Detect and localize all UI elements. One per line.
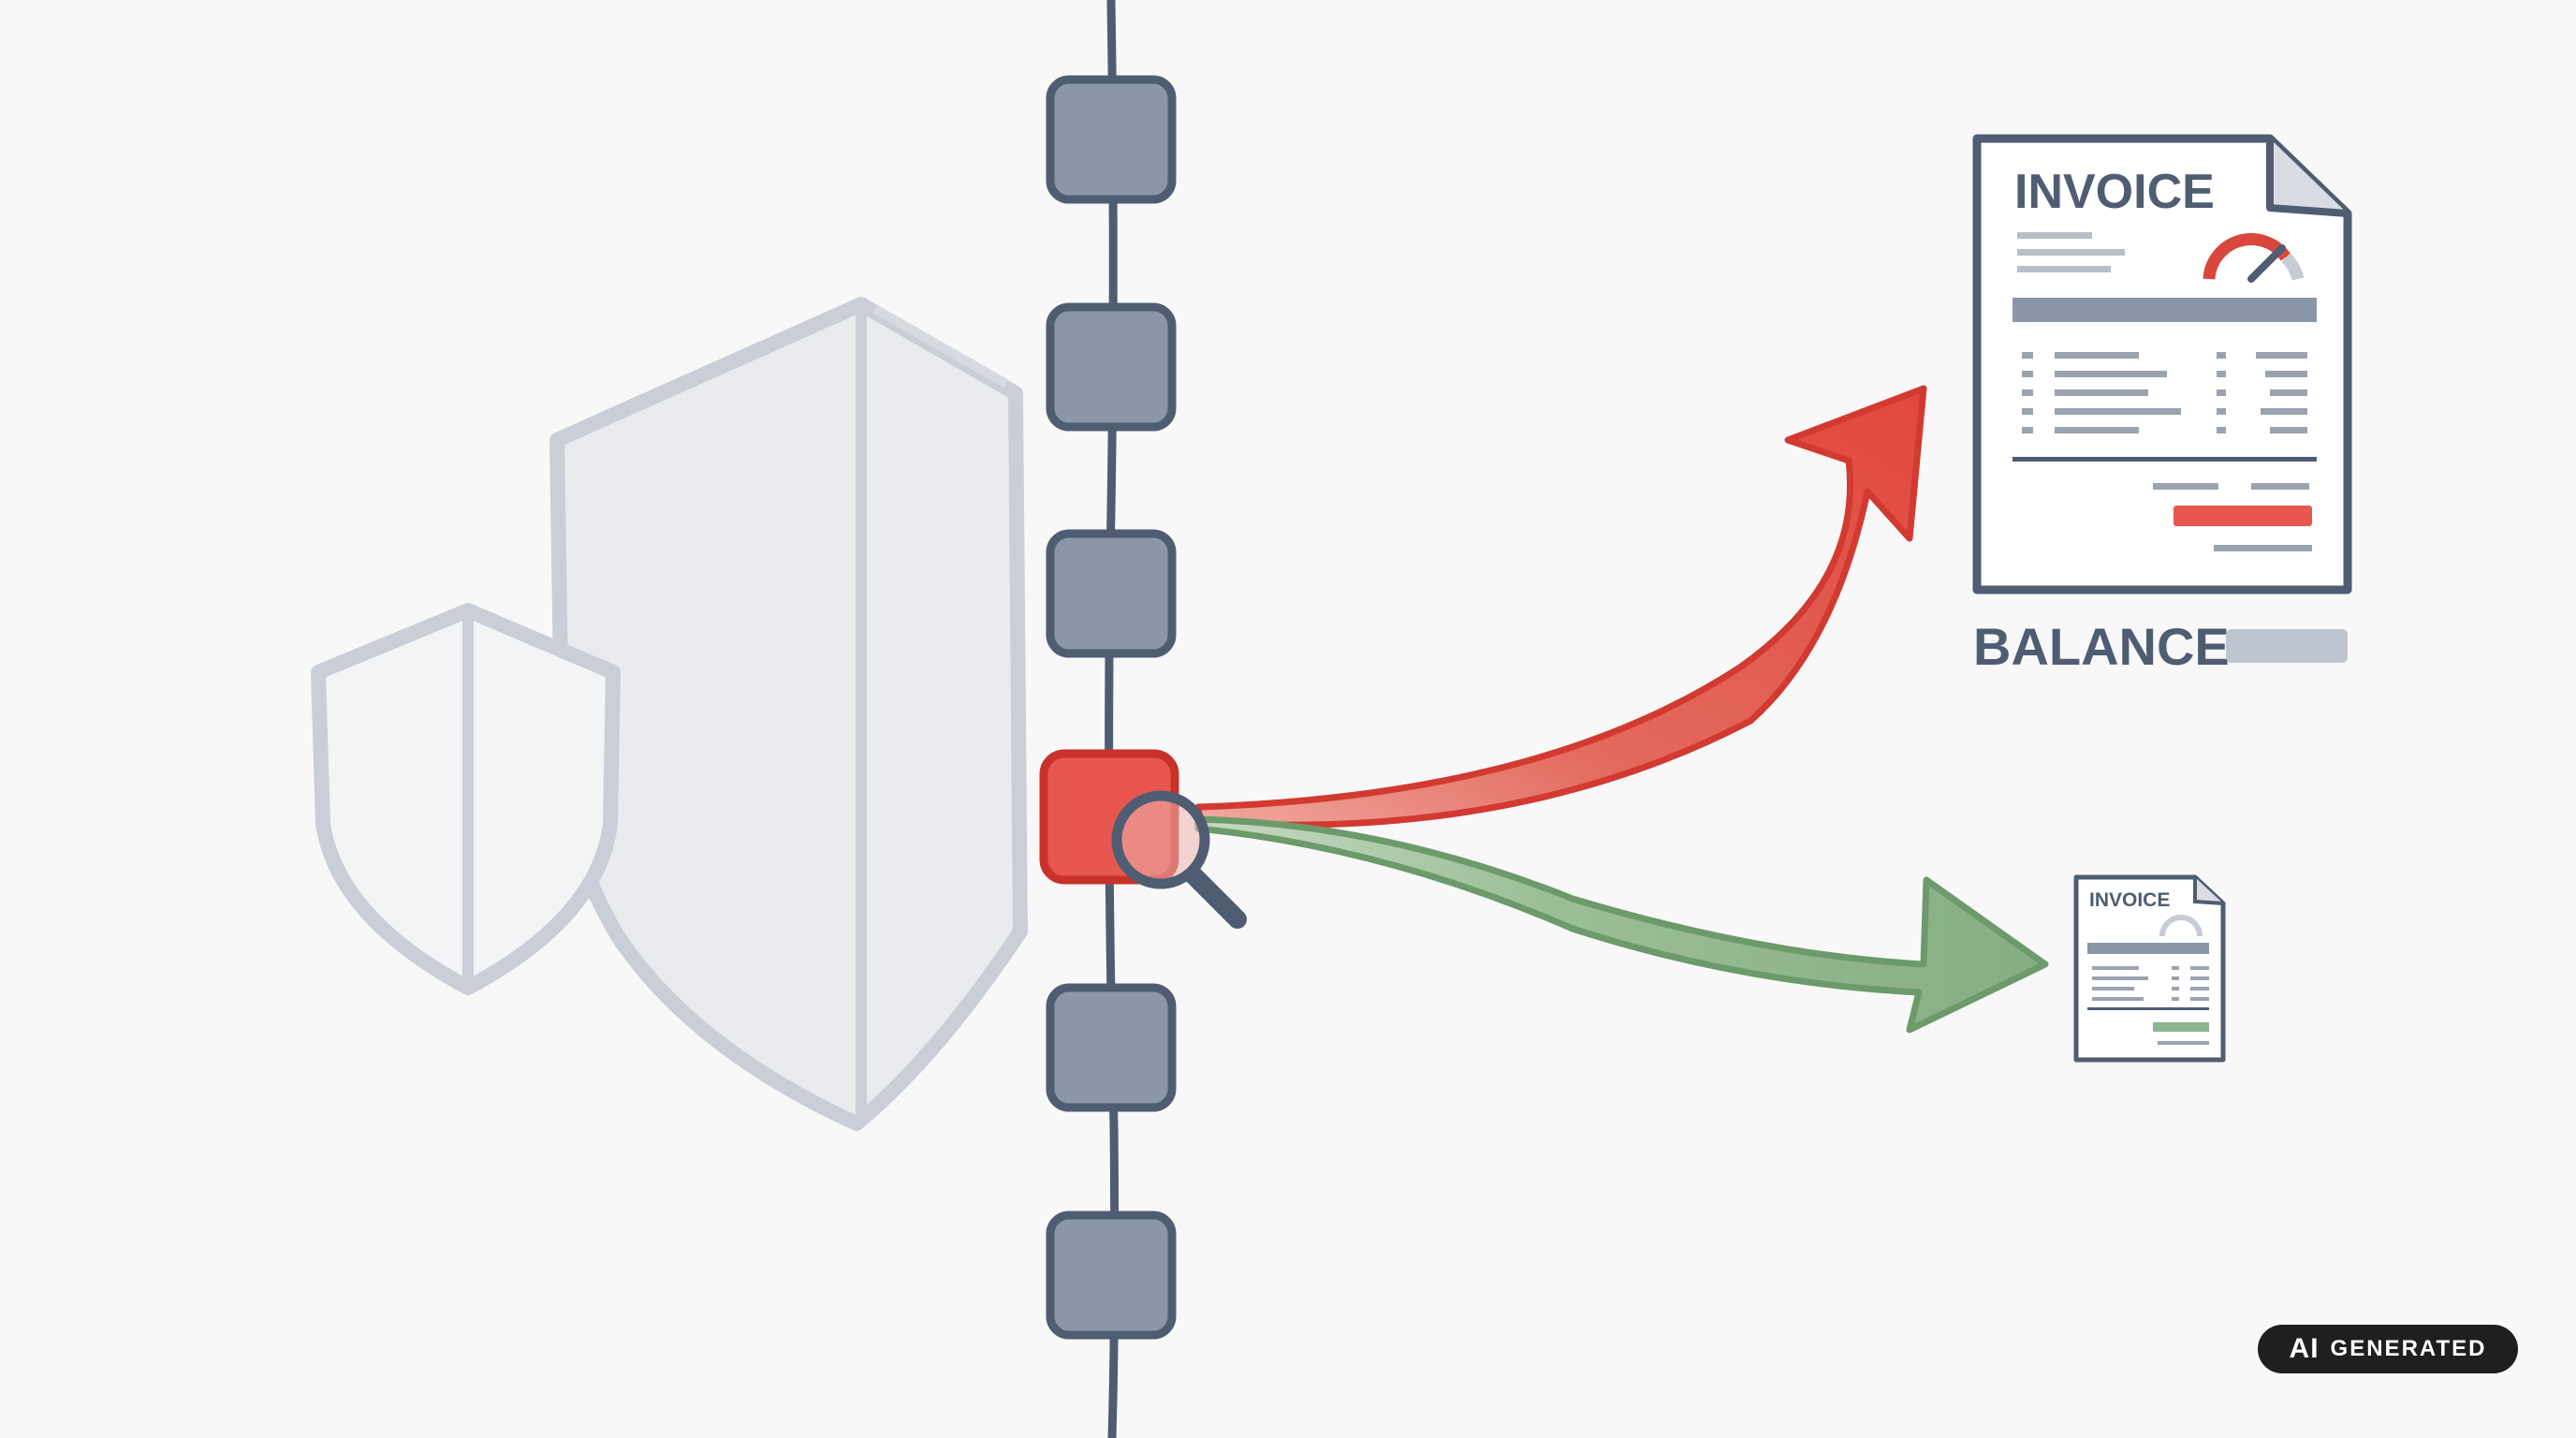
blurred-amount (2226, 629, 2348, 663)
invoice-table-rows (2022, 352, 2307, 433)
pipeline-node (1046, 1211, 1177, 1340)
red-arrow (1194, 385, 1927, 829)
invoice-small-rows (2092, 966, 2209, 1001)
pipeline-node (1046, 529, 1177, 658)
invoice-small-title: INVOICE (2089, 889, 2170, 911)
invoice-total-bar (2174, 506, 2312, 526)
ai-generated-badge: AI GENERATED (2258, 1325, 2518, 1373)
badge-ai-label: AI (2289, 1333, 2320, 1364)
green-arrow (1194, 815, 2049, 1034)
pipeline-node (1046, 75, 1177, 204)
invoice-header-lines (2017, 232, 2125, 272)
shield-icon (311, 603, 621, 995)
invoice-large: INVOICE (1972, 134, 2352, 594)
pipeline-node (1046, 302, 1177, 432)
invoice-small-total-bar (2153, 1022, 2209, 1032)
shield-icon (549, 297, 1028, 1131)
badge-generated-label: GENERATED (2330, 1336, 2487, 1361)
invoice-large-caption: BALANCE (1973, 617, 2230, 676)
gauge-icon (2203, 233, 2305, 283)
pipeline-node (1046, 983, 1177, 1112)
invoice-large-title: INVOICE (2014, 165, 2215, 219)
invoice-small: INVOICE (2073, 874, 2226, 1063)
gauge-icon (2159, 915, 2203, 937)
magnifier-icon (1111, 790, 1247, 929)
